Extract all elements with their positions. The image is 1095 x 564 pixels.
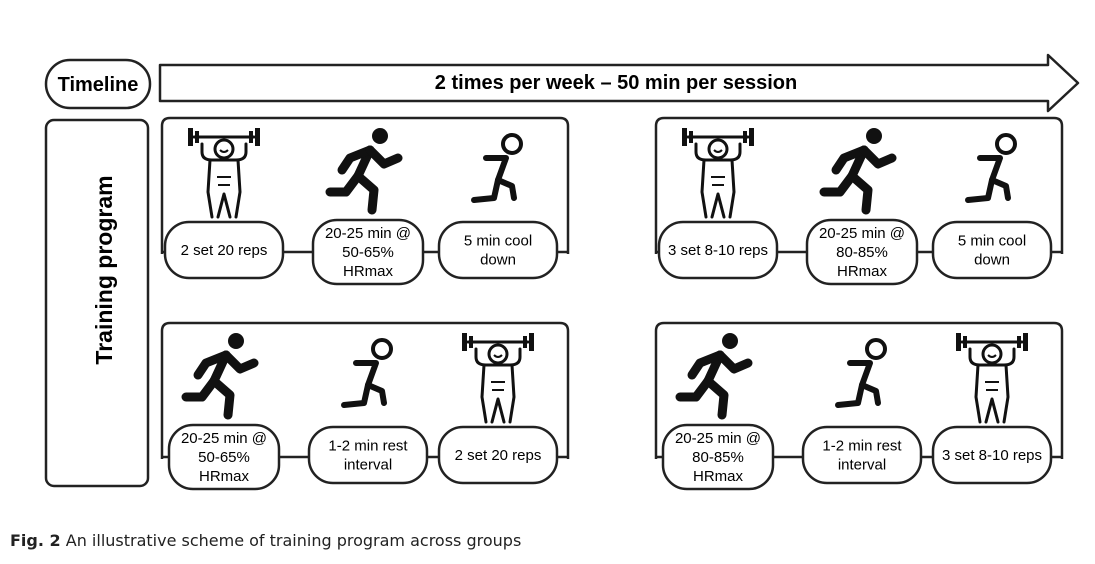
timeline-label: Timeline [58,74,139,96]
step-box [167,423,281,491]
runner-icon [186,333,254,415]
step-text-line: 20-25 min @ [181,430,267,447]
figure-caption: Fig. 2 An illustrative scheme of trainin… [10,531,521,550]
step-text-line: 50-65% [198,449,250,466]
step-box [931,425,1053,485]
runner-icon [330,128,398,210]
step-box [437,425,559,485]
step-text-line: 2 set 20 reps [181,242,268,259]
step-box [437,220,559,280]
step-text-line: HRmax [343,263,394,280]
training-panels: 2 set 20 reps 20-25 min @ 50-65% HRmax 5 min… [160,116,1064,491]
step-text-line: interval [344,457,392,474]
step-box [931,220,1053,280]
step-text-line: 20-25 min @ [675,430,761,447]
caption-text: An illustrative scheme of training progr… [65,531,522,550]
step-box [805,218,919,286]
training-panel: 3 set 8-10 reps 20-25 min @ 80-85% HRmax 5 m… [654,116,1064,286]
step-box [657,220,779,280]
weightlifter-icon [460,331,536,424]
step-text-line: 1-2 min rest [328,438,408,455]
step-text-line: 1-2 min rest [822,438,902,455]
step-text-line: 3 set 8-10 reps [668,242,768,259]
panel-frame [654,116,1064,254]
training-scheme-diagram: Timeline 2 times per week – 50 min per s… [44,53,1080,491]
step-text-line: 20-25 min @ [819,225,905,242]
step-box [661,423,775,491]
step-text-line: 2 set 20 reps [455,447,542,464]
cooldown-walker-icon [474,135,521,200]
step-box [163,220,285,280]
cooldown-walker-icon [344,340,391,405]
training-panel: 2 set 20 reps 20-25 min @ 50-65% HRmax 5 min… [160,116,570,286]
step-text-line: 3 set 8-10 reps [942,447,1042,464]
step-box [311,218,425,286]
panel-frame [160,321,570,459]
step-text-line: HRmax [837,263,888,280]
step-text-line: 80-85% [692,449,744,466]
step-text-line: HRmax [693,468,744,485]
step-text-line: 50-65% [342,244,394,261]
step-text-line: 20-25 min @ [325,225,411,242]
panel-frame [654,321,1064,459]
step-box [801,425,923,485]
timeline-arrow [158,53,1080,113]
timeline-label-box [44,58,152,110]
runner-icon [824,128,892,210]
step-text-line: down [480,252,516,269]
step-box [307,425,429,485]
panel-frame [160,116,570,254]
training-panel: 20-25 min @ 80-85% HRmax 1-2 min rest interv… [654,321,1064,491]
training-program-label: Training program [91,175,117,364]
cooldown-walker-icon [838,340,885,405]
cooldown-walker-icon [968,135,1015,200]
weightlifter-icon [186,126,262,219]
training-program-label-box [44,118,150,488]
step-text-line: HRmax [199,468,250,485]
figure-label: Fig. 2 [10,531,61,550]
runner-icon [680,333,748,415]
step-text-line: 80-85% [836,244,888,261]
weightlifter-icon [680,126,756,219]
step-text-line: 5 min cool [464,233,532,250]
step-text-line: down [974,252,1010,269]
weightlifter-icon [954,331,1030,424]
timeline-arrow-text: 2 times per week – 50 min per session [435,72,797,94]
step-text-line: 5 min cool [958,233,1026,250]
step-text-line: interval [838,457,886,474]
training-panel: 20-25 min @ 50-65% HRmax 1-2 min rest interv… [160,321,570,491]
